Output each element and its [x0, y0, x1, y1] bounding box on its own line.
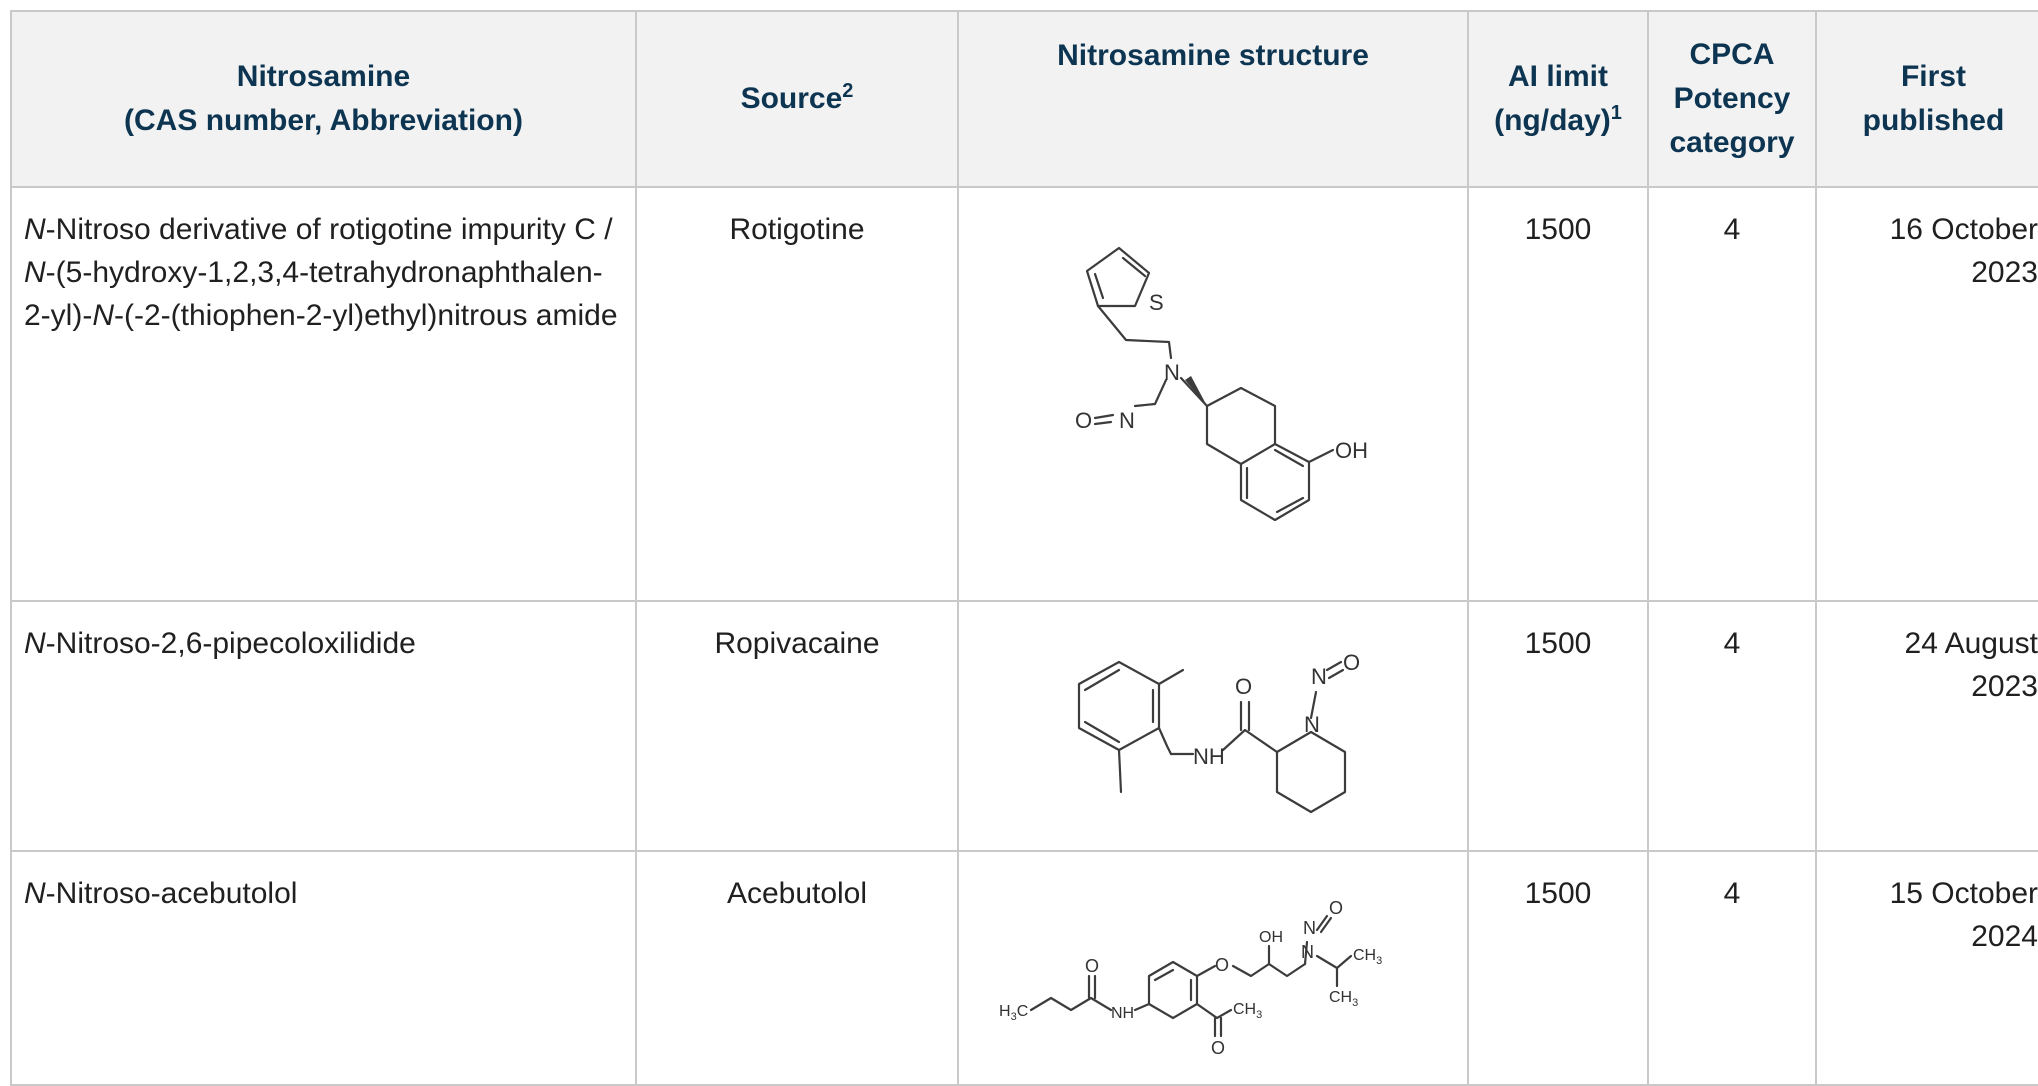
- atom-label-o: O: [1211, 1038, 1225, 1058]
- ai-limit-cell: 1500: [1467, 186, 1649, 602]
- header-ai-line2: (ng/day): [1494, 104, 1611, 137]
- header-cpca-line2: Potency: [1673, 82, 1791, 115]
- ai-limit-cell: 1500: [1467, 850, 1649, 1086]
- table-row: N-Nitroso-2,6-pipecoloxilidide Ropivacai…: [10, 600, 2038, 852]
- italic-n: N: [24, 213, 46, 246]
- structure-cell: O NH N N O: [957, 600, 1469, 852]
- rotigotine-nitrosamine-structure: S N N O OH: [1075, 246, 1368, 522]
- header-cpca-line3: category: [1669, 126, 1795, 159]
- ch3-sub: 3: [1352, 997, 1358, 1009]
- atom-label-o: O: [1235, 674, 1252, 699]
- first-published-cell: 24 August 2023: [1815, 600, 2038, 852]
- name-part: -Nitroso-2,6-pipecoloxilidide: [45, 627, 416, 660]
- atom-label-o: O: [1085, 956, 1099, 976]
- header-cpca-line1: CPCA: [1689, 38, 1775, 71]
- header-nitrosamine-line1: Nitrosamine: [236, 60, 411, 93]
- first-published-cell: 15 October 2024: [1815, 850, 2038, 1086]
- piperidine-ring: [1275, 730, 1347, 814]
- ai-limit-cell: 1500: [1467, 600, 1649, 852]
- atom-label-nh: NH: [1111, 1005, 1134, 1022]
- phenyl-ring: [1147, 960, 1199, 1020]
- acebutolol-nitrosamine-structure: H3C O NH O OH N N O CH3 CH3 CH3 O: [999, 898, 1382, 1058]
- header-first-line2: published: [1862, 104, 2005, 137]
- atom-label-o: O: [1343, 650, 1360, 675]
- atom-label-oh: OH: [1335, 438, 1368, 463]
- atom-label-o: O: [1329, 898, 1343, 918]
- header-structure: Nitrosamine structure: [957, 10, 1469, 188]
- header-nitrosamine-line2: (CAS number, Abbreviation): [124, 104, 523, 137]
- ropivacaine-nitrosamine-structure: O NH N N O: [1077, 650, 1360, 814]
- source-cell: Ropivacaine: [635, 600, 959, 852]
- atom-label-h3c: H3C: [999, 1003, 1028, 1023]
- date-line2: 2024: [1971, 920, 2038, 953]
- nitrosamine-table: Nitrosamine (CAS number, Abbreviation) S…: [10, 10, 2038, 1086]
- date-line1: 24 August: [1904, 627, 2038, 660]
- italic-n: N: [24, 627, 46, 660]
- header-first-published: First published: [1815, 10, 2038, 188]
- ch3-ch: CH: [1233, 1001, 1256, 1018]
- source-cell: Rotigotine: [635, 186, 959, 602]
- header-cpca: CPCA Potency category: [1647, 10, 1817, 188]
- date-line2: 2023: [1971, 670, 2038, 703]
- atom-label-n: N: [1119, 408, 1135, 433]
- header-ai-limit: AI limit (ng/day)1: [1467, 10, 1649, 188]
- atom-label-nh: NH: [1193, 744, 1225, 769]
- atom-label-n: N: [1311, 664, 1327, 689]
- atom-label-o: O: [1075, 408, 1092, 433]
- header-structure-label: Nitrosamine structure: [1057, 39, 1369, 72]
- h3c-c: C: [1017, 1003, 1029, 1020]
- source-cell: Acebutolol: [635, 850, 959, 1086]
- nitrosamine-name-cell: N-Nitroso derivative of rotigotine impur…: [10, 186, 637, 602]
- header-nitrosamine: Nitrosamine (CAS number, Abbreviation): [10, 10, 637, 188]
- atom-label-oh: OH: [1259, 929, 1283, 946]
- atom-label-n: N: [1301, 942, 1314, 962]
- name-part: -(-2-(thiophen-2-yl)ethyl)nitrous amide: [114, 299, 618, 332]
- cpca-cell: 4: [1647, 186, 1817, 602]
- atom-label-o: O: [1215, 955, 1229, 975]
- tetrahydronaphthalene: [1205, 386, 1335, 522]
- header-source: Source2: [635, 10, 959, 188]
- atom-label-n: N: [1164, 360, 1180, 385]
- atom-label-ch3: CH3: [1329, 989, 1358, 1009]
- italic-n: N: [24, 877, 46, 910]
- nitrosamine-name-cell: N-Nitroso-acebutolol: [10, 850, 637, 1086]
- name-part: -Nitroso-acebutolol: [45, 877, 298, 910]
- ch3-ch: CH: [1329, 989, 1352, 1006]
- cpca-cell: 4: [1647, 850, 1817, 1086]
- first-published-cell: 16 October 2023: [1815, 186, 2038, 602]
- date-line1: 16 October: [1889, 213, 2038, 246]
- structure-cell: H3C O NH O OH N N O CH3 CH3 CH3 O: [957, 850, 1469, 1086]
- name-part: -Nitroso derivative of rotigotine impuri…: [45, 213, 613, 246]
- table-row: N-Nitroso derivative of rotigotine impur…: [10, 186, 2038, 602]
- date-line2: 2023: [1971, 256, 2038, 289]
- table-row: N-Nitroso-acebutolol Acebutolol: [10, 850, 2038, 1086]
- atom-label-ch3: CH3: [1233, 1001, 1262, 1021]
- header-ai-sup: 1: [1610, 102, 1622, 124]
- h3c-h: H: [999, 1003, 1011, 1020]
- atom-label-ch3: CH3: [1353, 947, 1382, 967]
- header-source-sup: 2: [842, 80, 854, 102]
- atom-label-n: N: [1303, 918, 1316, 938]
- dimethylphenyl-ring: [1077, 660, 1185, 794]
- date-line1: 15 October: [1889, 877, 2038, 910]
- thiophene-ring: [1085, 246, 1151, 308]
- header-first-line1: First: [1900, 60, 1966, 93]
- wedge-bond: [1185, 376, 1207, 406]
- italic-n: N: [92, 299, 114, 332]
- header-source-label: Source: [740, 82, 843, 115]
- structure-cell: S N N O OH: [957, 186, 1469, 602]
- nitrosamine-name-cell: N-Nitroso-2,6-pipecoloxilidide: [10, 600, 637, 852]
- name-part: -(5-hydroxy-1,2,3,4-tetrahydronaphthalen…: [24, 256, 603, 332]
- ch3-ch: CH: [1353, 947, 1376, 964]
- atom-label-n: N: [1304, 712, 1320, 737]
- header-row: Nitrosamine (CAS number, Abbreviation) S…: [10, 10, 2038, 188]
- atom-label-s: S: [1149, 290, 1164, 315]
- header-ai-line1: AI limit: [1507, 60, 1608, 93]
- cpca-cell: 4: [1647, 600, 1817, 852]
- ch3-sub: 3: [1376, 955, 1382, 967]
- ch3-sub: 3: [1256, 1009, 1262, 1021]
- italic-n: N: [24, 256, 46, 289]
